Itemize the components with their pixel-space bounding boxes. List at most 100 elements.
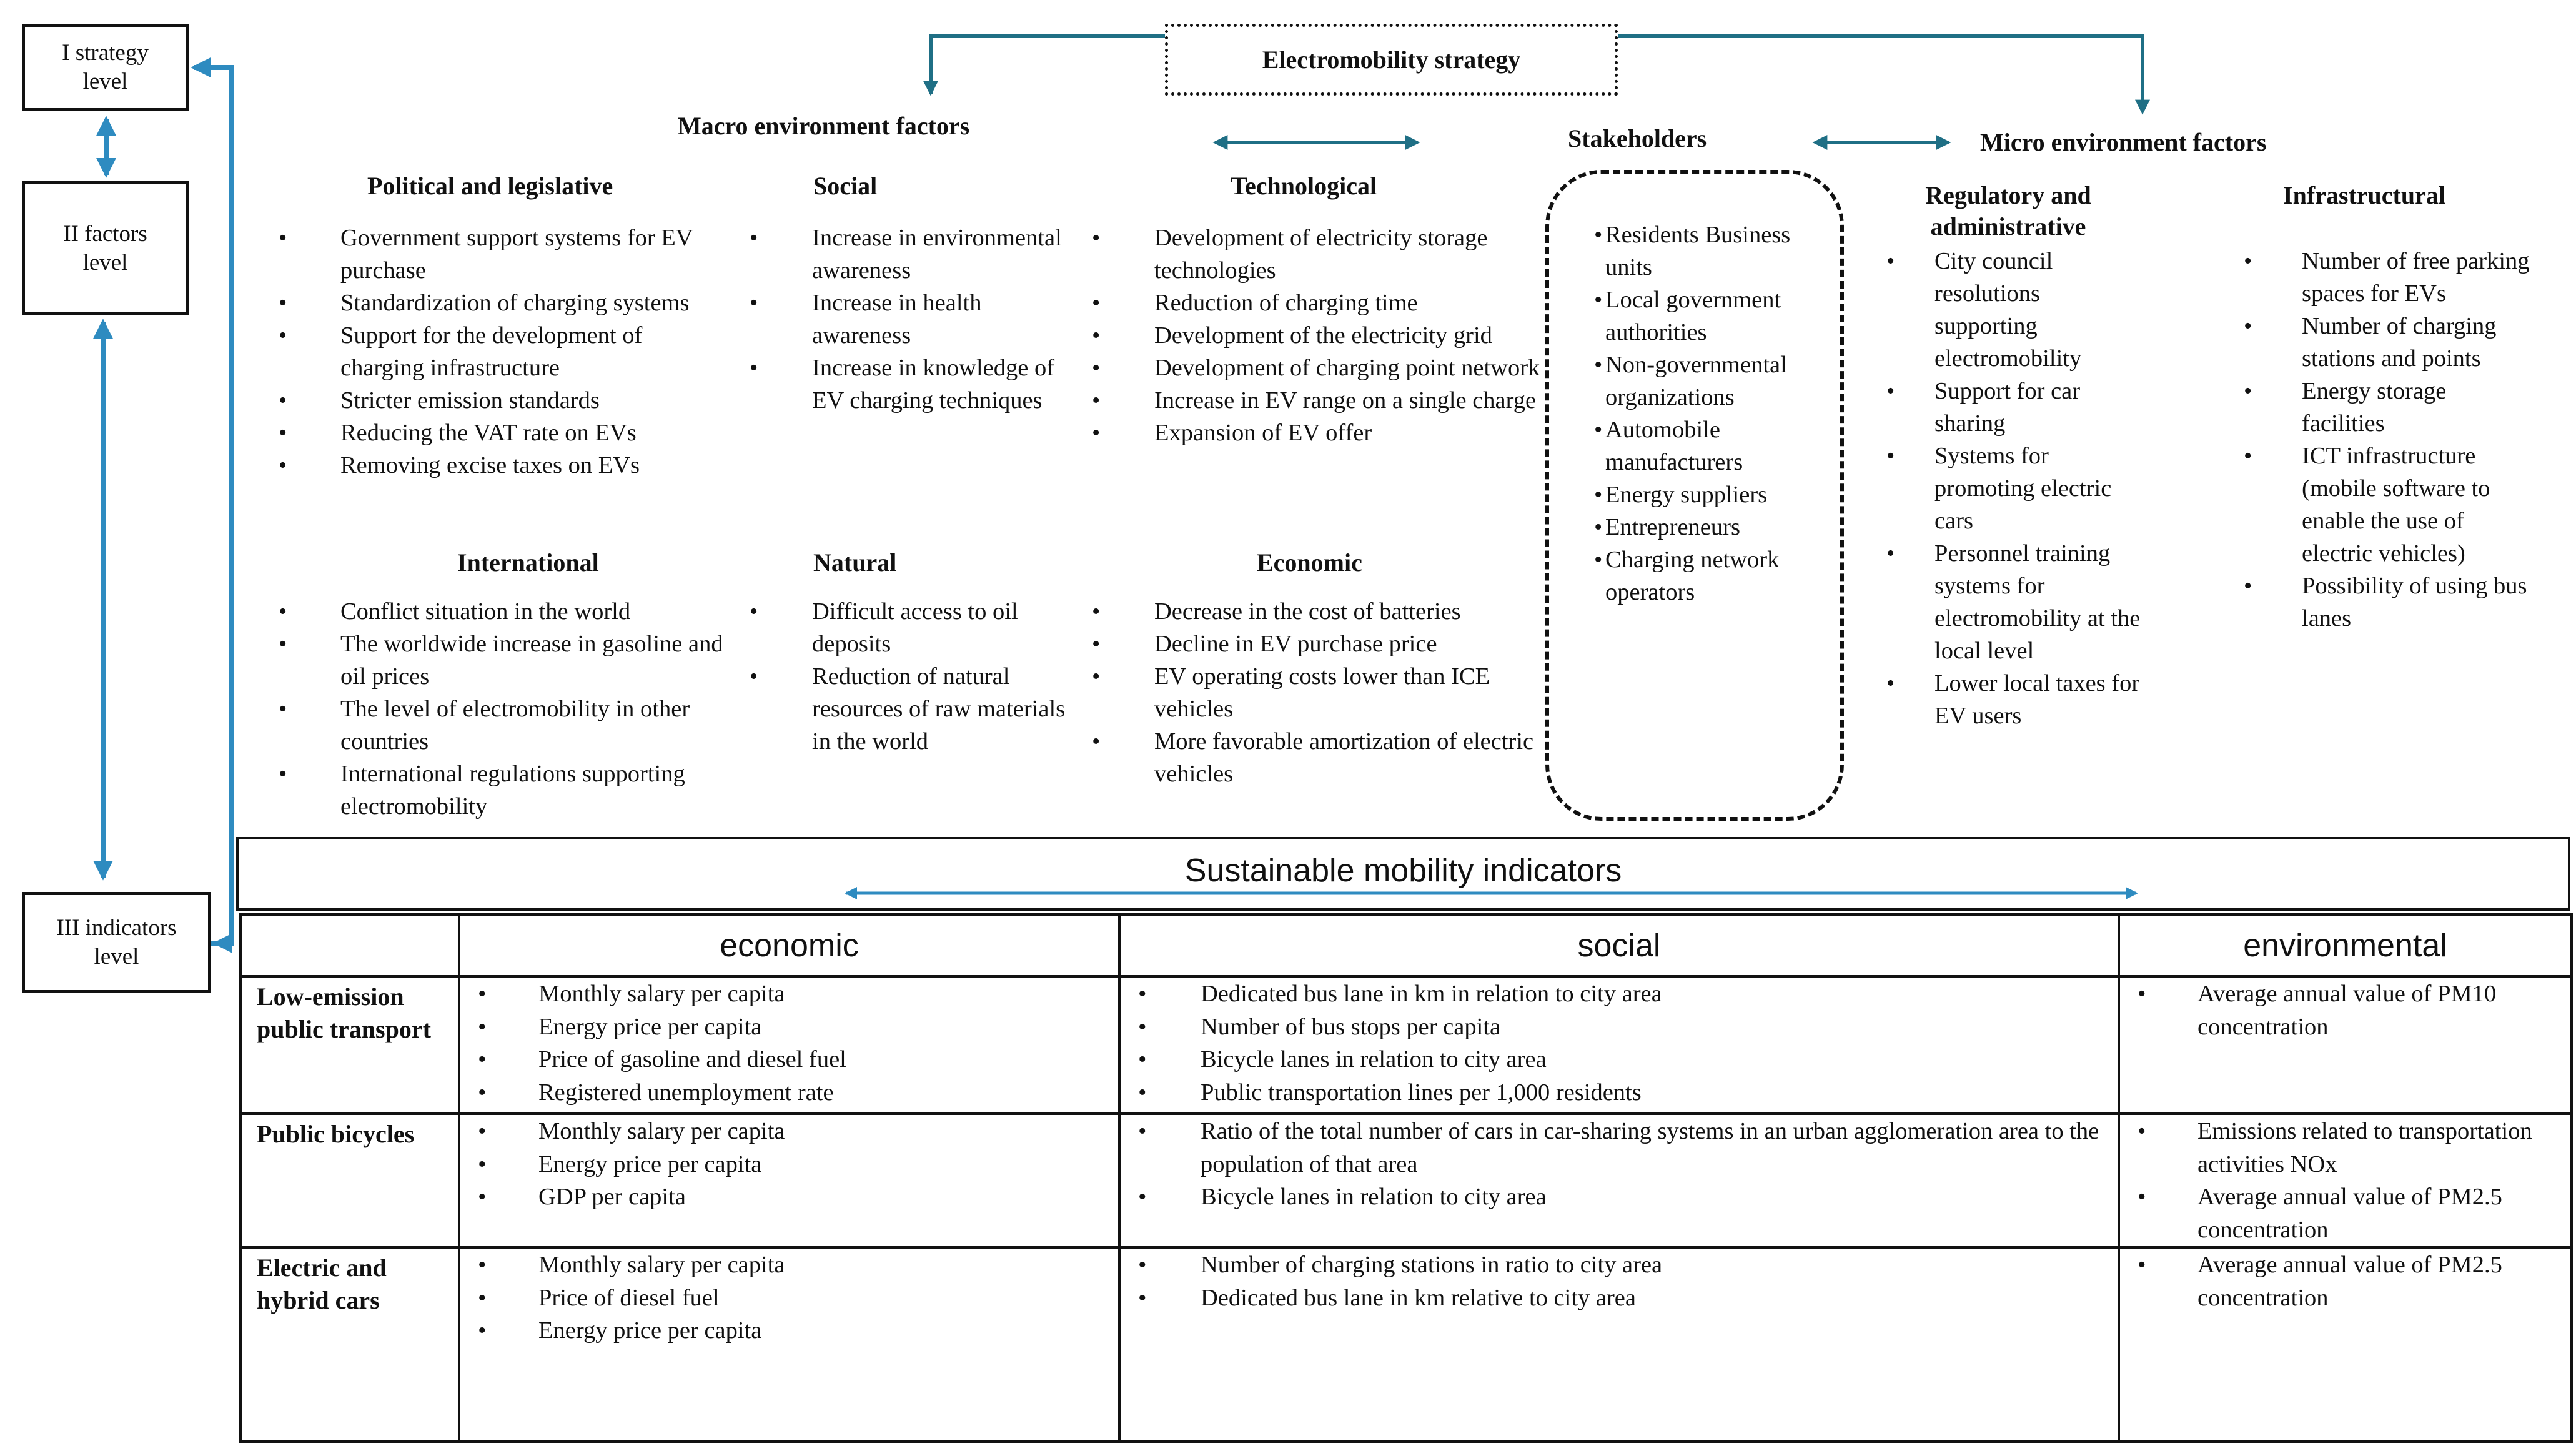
list-item: Difficult access to oil deposits	[746, 595, 1071, 660]
indicator-item: Dedicated bus lane in km relative to cit…	[1121, 1282, 2118, 1315]
list-item: Non-governmental organizations	[1573, 349, 1835, 414]
indicator-item: Average annual value of PM2.5 concentrat…	[2120, 1181, 2570, 1246]
infrastructural-heading: Infrastructural	[2283, 181, 2445, 209]
list-item: Energy suppliers	[1573, 478, 1835, 511]
list-item: Decline in EV purchase price	[1087, 628, 1549, 660]
list-item: Systems for promoting electric cars	[1883, 440, 2146, 537]
indicators-strategy-feedback-arrow	[191, 57, 234, 946]
mode-cell: Electric and hybrid cars	[239, 1246, 460, 1443]
regulatory-heading: Regulatory and administrative	[1925, 181, 2091, 240]
list-item: Reduction of natural resources of raw ma…	[746, 660, 1071, 758]
list-item: Energy storage facilities	[2239, 375, 2533, 440]
micro-title: Micro environment factors	[1980, 128, 2267, 156]
economic-indicator-list: Monthly salary per capitaPrice of diesel…	[460, 1249, 1118, 1347]
stakeholders-list: Residents Business unitsLocal government…	[1573, 219, 1835, 608]
indicator-item: Price of gasoline and diesel fuel	[460, 1043, 1118, 1076]
international-heading: International	[457, 548, 599, 577]
indicator-item: Monthly salary per capita	[460, 1115, 1118, 1148]
natural-list: Difficult access to oil depositsReductio…	[746, 595, 1071, 758]
economic-cell: Monthly salary per capitaPrice of diesel…	[458, 1246, 1121, 1443]
economic-cell: Monthly salary per capitaEnergy price pe…	[458, 975, 1121, 1115]
list-item: Conflict situation in the world	[275, 595, 737, 628]
political-heading: Political and legislative	[367, 172, 613, 200]
indicator-item: Bicycle lanes in relation to city area	[1121, 1043, 2118, 1076]
social-cell: Number of charging stations in ratio to …	[1118, 1246, 2120, 1443]
list-item: Charging network operators	[1573, 543, 1835, 608]
list-item: More favorable amortization of electric …	[1087, 725, 1549, 790]
social-indicator-list: Dedicated bus lane in km in relation to …	[1121, 978, 2118, 1109]
indicator-item: Price of diesel fuel	[460, 1282, 1118, 1315]
factors-level-box: II factors level	[22, 181, 189, 315]
regulatory-list: City council resolutions supporting elec…	[1883, 245, 2146, 732]
indicator-item: Registered unemployment rate	[460, 1076, 1118, 1109]
list-item: Local government authorities	[1573, 284, 1835, 349]
list-item: Number of charging stations and points	[2239, 310, 2533, 375]
list-item: City council resolutions supporting elec…	[1883, 245, 2146, 375]
environmental-cell: Average annual value of PM2.5 concentrat…	[2118, 1246, 2573, 1443]
electromobility-strategy-box: Electromobility strategy	[1165, 24, 1618, 96]
technological-list: Development of electricity storage techn…	[1087, 222, 1549, 449]
environmental-cell: Average annual value of PM10 concentrati…	[2118, 975, 2573, 1115]
table-row: Public bicycles Monthly salary per capit…	[239, 1112, 2573, 1249]
list-item: The worldwide increase in gasoline and o…	[275, 628, 737, 693]
list-item: Removing excise taxes on EVs	[275, 449, 712, 482]
international-list: Conflict situation in the worldThe world…	[275, 595, 737, 823]
indicators-table: economic social environmental Low-emissi…	[239, 913, 2573, 1443]
stakeholders-box	[1545, 170, 1844, 821]
political-list: Government support systems for EV purcha…	[275, 222, 712, 482]
list-item: Entrepreneurs	[1573, 511, 1835, 543]
list-item: Personnel training systems for electromo…	[1883, 537, 2146, 667]
list-item: Number of free parking spaces for EVs	[2239, 245, 2533, 310]
list-item: Increase in health awareness	[746, 287, 1071, 352]
technological-heading: Technological	[1231, 172, 1377, 200]
list-item: Increase in environmental awareness	[746, 222, 1071, 287]
mode-cell: Public bicycles	[239, 1112, 460, 1249]
list-item: Expansion of EV offer	[1087, 417, 1549, 449]
strategy-title: Electromobility strategy	[1262, 46, 1521, 74]
indicators-level-box: III indicators level	[22, 892, 211, 993]
list-item: International regulations supporting ele…	[275, 758, 737, 823]
indicator-item: Energy price per capita	[460, 1314, 1118, 1347]
economic-indicator-list: Monthly salary per capitaEnergy price pe…	[460, 1115, 1118, 1214]
social-cell: Ratio of the total number of cars in car…	[1118, 1112, 2120, 1249]
indicator-item: Energy price per capita	[460, 1011, 1118, 1044]
strategy-to-macro-arrow	[923, 34, 1165, 96]
list-item: Increase in knowledge of EV charging tec…	[746, 352, 1071, 417]
indicators-header-row: economic social environmental	[239, 913, 2573, 978]
strategy-to-micro-arrow	[1618, 34, 2150, 115]
factors-level-label: II factors level	[63, 220, 147, 275]
natural-heading: Natural	[813, 548, 897, 577]
mode-cell: Low-emission public transport	[239, 975, 460, 1115]
indicator-item: Dedicated bus lane in km in relation to …	[1121, 978, 2118, 1011]
indicator-item: Number of charging stations in ratio to …	[1121, 1249, 2118, 1282]
social-heading: Social	[813, 172, 878, 200]
social-cell: Dedicated bus lane in km in relation to …	[1118, 975, 2120, 1115]
economic-indicator-list: Monthly salary per capitaEnergy price pe…	[460, 978, 1118, 1109]
list-item: ICT infrastructure (mobile software to e…	[2239, 440, 2533, 570]
indicator-item: Monthly salary per capita	[460, 1249, 1118, 1282]
environmental-column-header: environmental	[2118, 913, 2573, 978]
indicator-item: Public transportation lines per 1,000 re…	[1121, 1076, 2118, 1109]
indicator-item: Emissions related to transportation acti…	[2120, 1115, 2570, 1181]
indicator-item: Average annual value of PM2.5 concentrat…	[2120, 1249, 2570, 1314]
environmental-indicator-list: Average annual value of PM10 concentrati…	[2120, 978, 2570, 1043]
economic-list: Decrease in the cost of batteriesDecline…	[1087, 595, 1549, 790]
social-list: Increase in environmental awarenessIncre…	[746, 222, 1071, 417]
indicator-item: Average annual value of PM10 concentrati…	[2120, 978, 2570, 1043]
indicator-item: GDP per capita	[460, 1181, 1118, 1214]
environmental-indicator-list: Average annual value of PM2.5 concentrat…	[2120, 1249, 2570, 1314]
list-item: Support for the development of charging …	[275, 319, 712, 384]
environmental-cell: Emissions related to transportation acti…	[2118, 1112, 2573, 1249]
infrastructural-list: Number of free parking spaces for EVsNum…	[2239, 245, 2533, 635]
table-row: Low-emission public transport Monthly sa…	[239, 975, 2573, 1115]
macro-title: Macro environment factors	[678, 112, 970, 140]
list-item: Development of the electricity grid	[1087, 319, 1549, 352]
indicators-body: Low-emission public transport Monthly sa…	[239, 975, 2573, 1443]
indicator-item: Number of bus stops per capita	[1121, 1011, 2118, 1044]
list-item: Government support systems for EV purcha…	[275, 222, 712, 287]
indicator-item: Bicycle lanes in relation to city area	[1121, 1181, 2118, 1214]
economic-column-header: economic	[458, 913, 1121, 978]
indicators-title: Sustainable mobility indicators	[1184, 853, 1622, 889]
